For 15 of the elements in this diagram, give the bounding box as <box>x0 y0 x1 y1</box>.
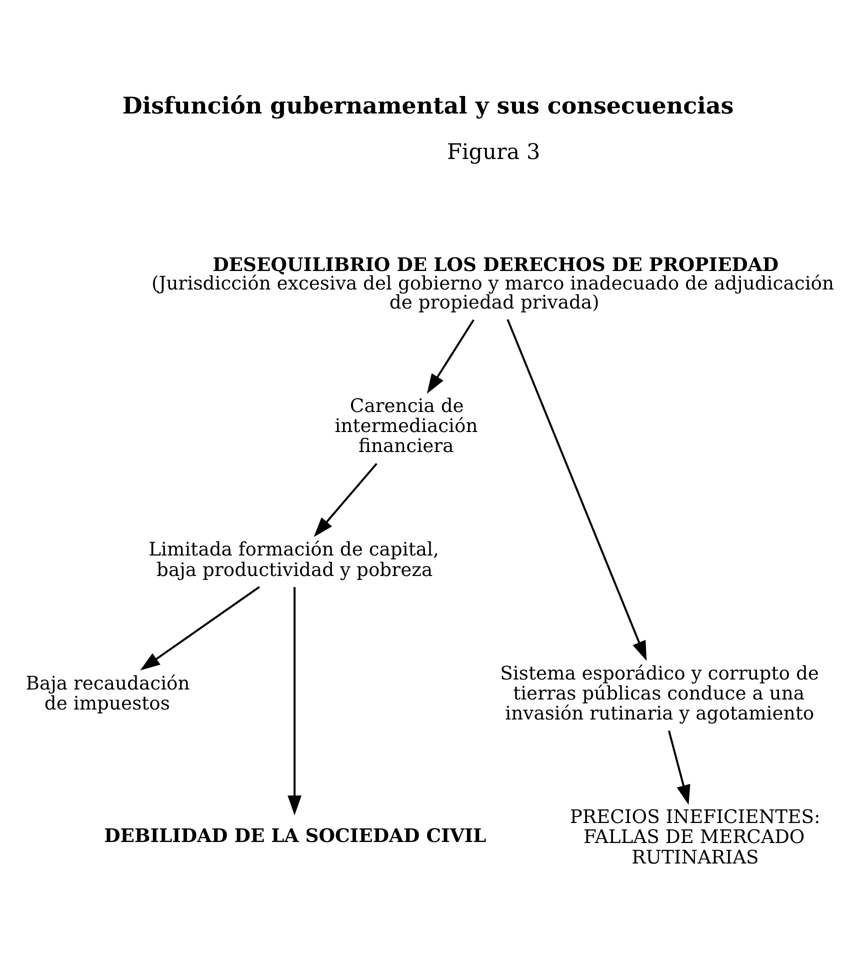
arrow <box>314 463 378 537</box>
node-text: Baja recaudación de impuestos <box>26 673 190 714</box>
node-text: DESEQUILIBRIO DE LOS DERECHOS DE PROPIEDAD (Jurisdicción excesiva del gobierno y marco inadecuado de adjudicación de propiedad privada) <box>152 254 834 314</box>
node-text: PRECIOS INEFICIENTES: FALLAS DE MERCADO RUTINARIAS <box>570 807 820 868</box>
node-text: DEBILIDAD DE LA SOCIEDAD CIVIL <box>104 824 486 847</box>
node-text: Sistema esporádico y corrupto de tierras públicas conduce a una invasión rutinaria y agotamiento <box>500 663 819 725</box>
arrow <box>506 319 647 661</box>
label: Figura 3 <box>446 140 540 166</box>
diagram-title: Disfunción gubernamental y sus consecuencias <box>122 92 734 120</box>
node-text: Carencia de intermediación financiera <box>334 396 478 458</box>
arrow <box>668 730 690 805</box>
arrow <box>288 587 302 816</box>
node-text: Limitada formación de capital, baja productividad y pobreza <box>148 540 439 581</box>
arrow <box>140 586 260 670</box>
arrow <box>426 319 474 394</box>
